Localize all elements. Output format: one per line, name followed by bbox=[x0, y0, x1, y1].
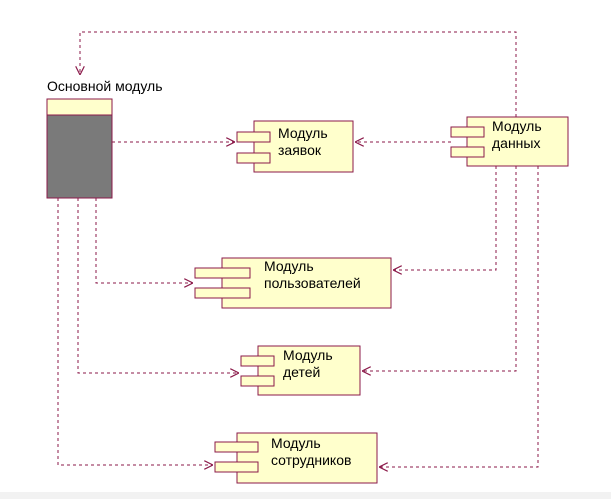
data-module-label-2: данных bbox=[492, 135, 541, 151]
dep-data-to-users bbox=[394, 166, 497, 270]
bottom-strip bbox=[0, 492, 611, 499]
dep-data-to-staff bbox=[380, 166, 539, 467]
dep-main-to-users bbox=[95, 198, 192, 283]
data-module-label-1: Модуль bbox=[492, 118, 542, 134]
main-module[interactable] bbox=[46, 98, 113, 199]
requests-module-label-2: заявок bbox=[278, 142, 321, 158]
dep-data-to-children bbox=[363, 166, 517, 371]
main-module-title: Основной модуль bbox=[47, 78, 163, 94]
requests-module[interactable] bbox=[236, 120, 354, 173]
dep-data-to-main bbox=[80, 31, 517, 117]
dep-main-to-children bbox=[77, 198, 238, 373]
children-module-label-1: Модуль bbox=[283, 347, 333, 363]
users-module[interactable] bbox=[194, 257, 392, 309]
staff-module-label-1: Модуль bbox=[271, 435, 321, 451]
requests-module-label-1: Модуль bbox=[278, 125, 328, 141]
children-module-label-2: детей bbox=[283, 364, 321, 380]
users-module-label-2: пользователей bbox=[264, 275, 361, 291]
data-module[interactable] bbox=[450, 116, 569, 167]
children-module[interactable] bbox=[240, 345, 361, 396]
users-module-label-1: Модуль bbox=[264, 258, 314, 274]
dep-main-to-staff bbox=[57, 198, 212, 465]
staff-module-label-2: сотрудников bbox=[271, 452, 352, 468]
staff-module[interactable] bbox=[214, 432, 378, 484]
